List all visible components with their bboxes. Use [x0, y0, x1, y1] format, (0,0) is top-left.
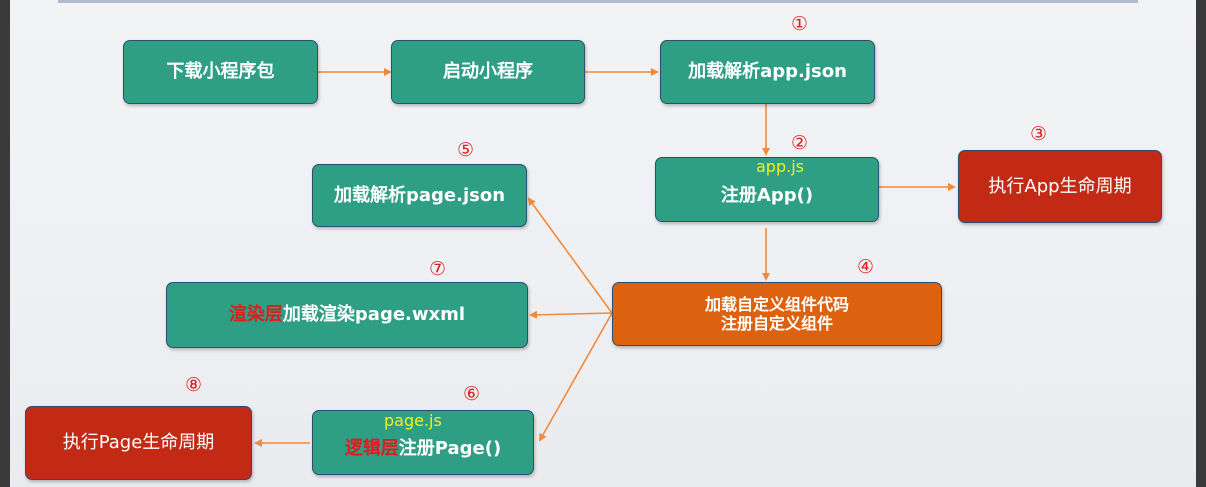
register-app-box: 注册App()	[655, 157, 879, 222]
render-page-wxml-label: 加载渲染page.wxml	[282, 304, 466, 326]
step-marker-8: ⑧	[185, 374, 203, 396]
launch-miniprogram-label: 启动小程序	[443, 61, 533, 83]
launch-miniprogram-box: 启动小程序	[391, 40, 585, 104]
step-marker-2: ②	[791, 132, 809, 154]
parse-page-json-box: 加载解析page.json	[312, 164, 527, 227]
step-marker-1: ①	[791, 13, 809, 35]
arrow-components-to-page-json	[527, 197, 613, 314]
arrows-layer	[254, 68, 956, 447]
parse-app-json-label: 加载解析app.json	[688, 61, 847, 83]
components-line2-label: 注册自定义组件	[720, 314, 833, 333]
step-marker-5: ⑤	[457, 139, 475, 161]
custom-components-box: 加载自定义组件代码 注册自定义组件	[612, 282, 942, 346]
render-page-wxml-box: 渲染层加载渲染page.wxml	[166, 282, 528, 348]
page-lifecycle-label: 执行Page生命周期	[62, 432, 215, 454]
arrow-components-to-register-page	[539, 312, 613, 442]
page-js-label: page.js	[384, 411, 442, 430]
app-lifecycle-box: 执行App生命周期	[958, 150, 1162, 223]
download-package-box: 下载小程序包	[123, 40, 318, 104]
register-page-label: 注册Page()	[398, 437, 502, 459]
app-lifecycle-label: 执行App生命周期	[988, 175, 1132, 197]
parse-app-json-box: 加载解析app.json	[660, 40, 875, 104]
arrow-components-to-render	[529, 310, 613, 319]
render-page-wxml-text: 渲染层加载渲染page.wxml	[229, 304, 465, 326]
step-marker-7: ⑦	[429, 258, 447, 280]
register-page-box: 逻辑层注册Page()	[312, 410, 534, 475]
page-lifecycle-box: 执行Page生命周期	[25, 406, 252, 480]
download-package-label: 下载小程序包	[166, 61, 275, 83]
step-marker-6: ⑥	[463, 383, 481, 405]
top-divider	[58, 0, 1138, 3]
diagram-canvas: 下载小程序包 启动小程序 加载解析app.json 注册App() app.js…	[10, 0, 1196, 487]
logic-layer-label: 逻辑层	[344, 437, 399, 459]
step-marker-3: ③	[1030, 123, 1048, 145]
parse-page-json-label: 加载解析page.json	[333, 184, 506, 206]
register-app-label: 注册App()	[720, 184, 814, 206]
render-layer-label: 渲染层	[228, 304, 283, 326]
app-js-label: app.js	[756, 157, 804, 176]
step-marker-4: ④	[857, 256, 875, 278]
register-page-text: 逻辑层注册Page()	[345, 438, 501, 460]
components-line1-label: 加载自定义组件代码	[704, 294, 849, 314]
